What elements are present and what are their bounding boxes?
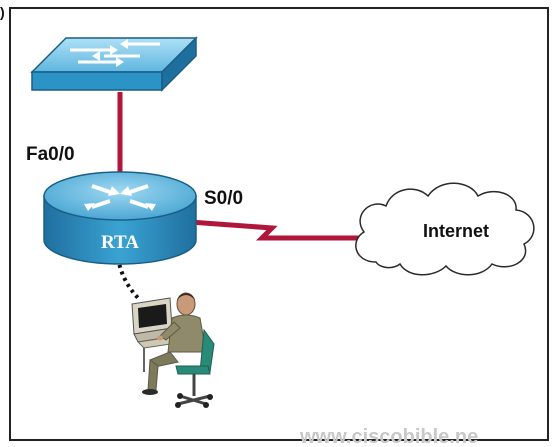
figure-marker: ): [0, 4, 5, 20]
console-cable: [116, 257, 142, 302]
serial-interface-label: S0/0: [204, 188, 243, 209]
switch-icon[interactable]: [30, 36, 198, 92]
cloud-name-label: Internet: [423, 221, 489, 241]
router-icon[interactable]: [43, 171, 197, 265]
workstation-user-icon[interactable]: [131, 292, 215, 408]
watermark: www.ciscobible.ne: [299, 426, 478, 447]
fa-interface-label: Fa0/0: [26, 144, 75, 165]
serial-link: [189, 219, 360, 241]
router-name-label: RTA: [101, 232, 139, 253]
cloud-icon[interactable]: [355, 182, 535, 276]
